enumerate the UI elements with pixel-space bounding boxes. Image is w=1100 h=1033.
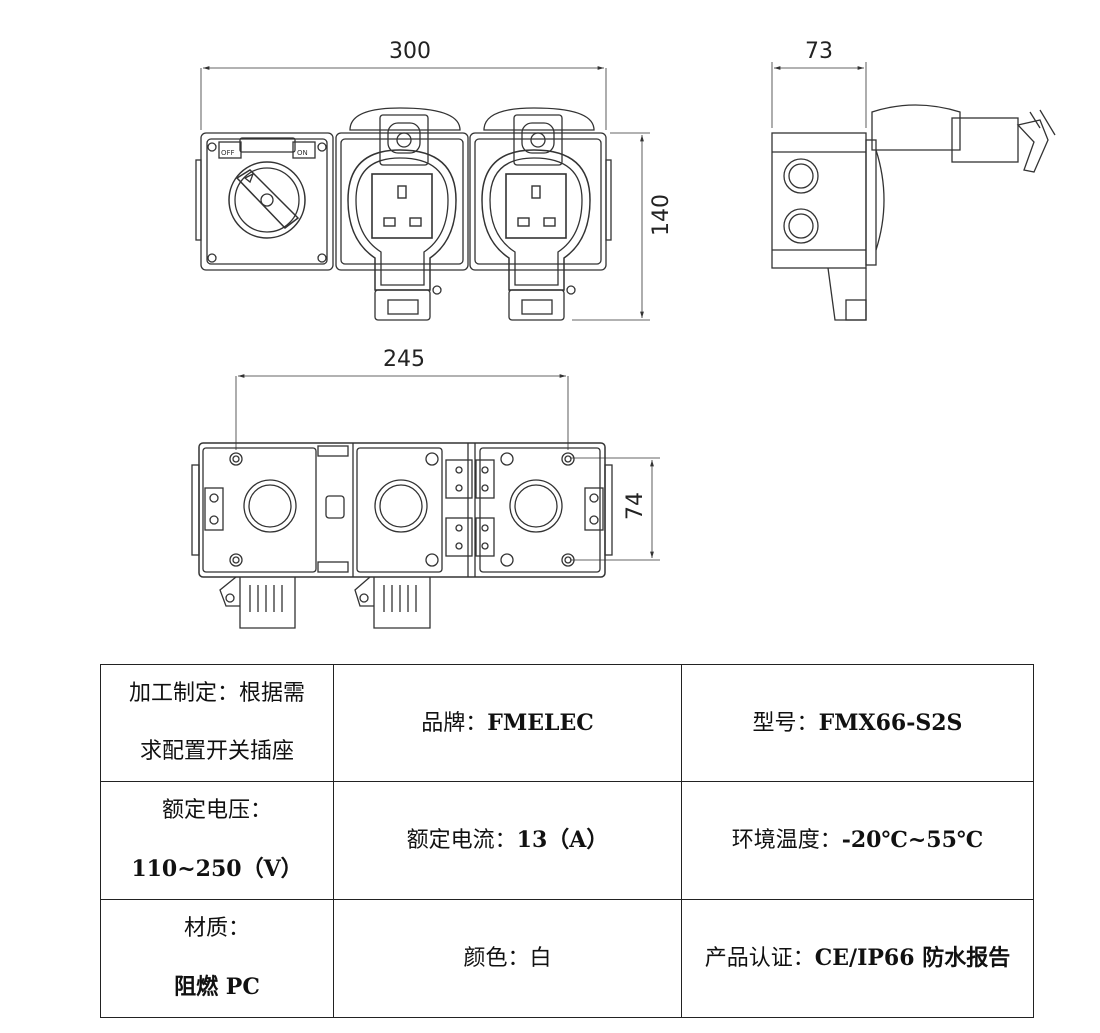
spec-cell-model: 型号：FMX66-S2S bbox=[681, 664, 1034, 782]
back-view bbox=[191, 374, 660, 629]
spec-cell-rated-current: 额定电流：13（A） bbox=[333, 781, 682, 900]
dim-mount-height: 74 bbox=[623, 492, 648, 520]
spec-value: CE/IP66 防水报告 bbox=[814, 945, 1011, 971]
spec-cell-brand: 品牌：FMELEC bbox=[333, 664, 682, 782]
spec-table: 加工制定：根据需 求配置开关插座 品牌：FMELEC 型号：FMX66-S2S … bbox=[100, 664, 1034, 1018]
spec-cell-customization: 加工制定：根据需 求配置开关插座 bbox=[100, 664, 334, 782]
switch-on-label: ON bbox=[297, 149, 308, 157]
spec-label: 品牌： bbox=[421, 710, 488, 736]
spec-cell-material: 材质： 阻燃 PC bbox=[100, 899, 334, 1018]
spec-label: 额定电压： bbox=[161, 798, 272, 823]
spec-value: 求配置开关插座 bbox=[139, 739, 294, 764]
spec-row: 加工制定：根据需 求配置开关插座 品牌：FMELEC 型号：FMX66-S2S bbox=[100, 664, 1034, 782]
spec-row: 材质： 阻燃 PC 颜色：白 产品认证：CE/IP66 防水报告 bbox=[100, 899, 1034, 1018]
spec-label: 型号： bbox=[752, 710, 819, 736]
switch-off-label: OFF bbox=[221, 149, 235, 157]
dim-depth: 73 bbox=[805, 39, 833, 64]
socket-module-right bbox=[469, 107, 612, 321]
spec-cell-color: 颜色：白 bbox=[333, 899, 682, 1018]
spec-value: -20℃~55℃ bbox=[841, 827, 984, 853]
spec-value: 白 bbox=[529, 945, 552, 971]
dim-total-width: 300 bbox=[389, 39, 431, 64]
spec-label: 颜色： bbox=[463, 945, 530, 971]
spec-cell-ambient-temp: 环境温度：-20℃~55℃ bbox=[681, 781, 1034, 900]
spec-label: 材质： bbox=[183, 916, 250, 941]
front-view bbox=[195, 66, 650, 321]
technical-drawing: OFF ON 300 140 73 bbox=[191, 39, 1056, 629]
spec-label: 加工制定：根据需 bbox=[128, 681, 305, 706]
spec-label: 额定电流： bbox=[406, 828, 517, 853]
dim-height: 140 bbox=[649, 194, 674, 236]
spec-label: 产品认证： bbox=[704, 946, 815, 971]
socket-module-left bbox=[335, 107, 469, 321]
spec-label: 环境温度： bbox=[731, 828, 842, 853]
spec-cell-certification: 产品认证：CE/IP66 防水报告 bbox=[681, 899, 1034, 1018]
spec-value: 13（A） bbox=[516, 827, 609, 853]
spec-cell-rated-voltage: 额定电压： 110~250（V） bbox=[100, 781, 334, 900]
spec-value: 阻燃 PC bbox=[174, 974, 260, 1000]
spec-value: FMELEC bbox=[487, 709, 594, 736]
dim-mount-spacing: 245 bbox=[383, 347, 425, 372]
spec-row: 额定电压： 110~250（V） 额定电流：13（A） 环境温度：-20℃~55… bbox=[100, 781, 1034, 900]
side-view bbox=[771, 62, 1056, 321]
spec-value: FMX66-S2S bbox=[818, 709, 963, 736]
switch-module bbox=[195, 132, 334, 271]
spec-value: 110~250（V） bbox=[131, 856, 303, 882]
